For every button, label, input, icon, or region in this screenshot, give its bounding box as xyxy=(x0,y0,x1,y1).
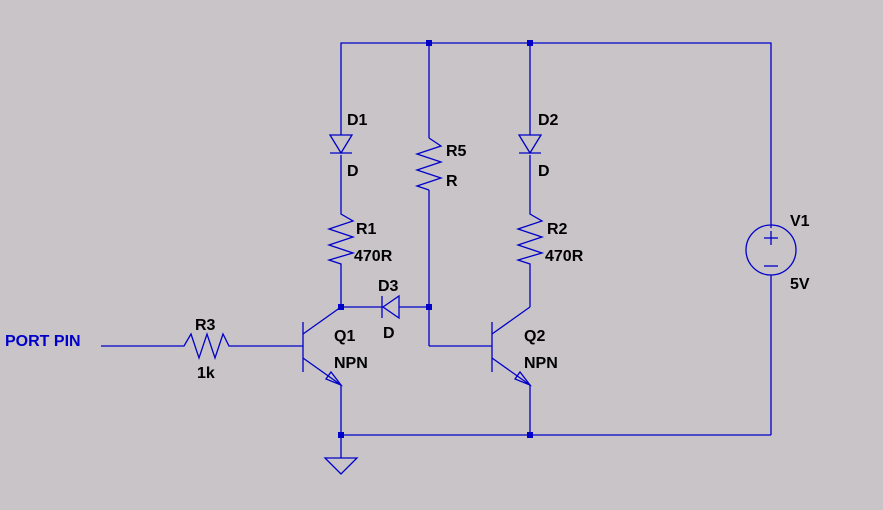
diode-d3-value: D xyxy=(383,325,395,342)
transistor-q1-collector xyxy=(302,306,342,335)
diode-d1-value: D xyxy=(347,163,359,180)
voltage-source-v1-value: 5V xyxy=(790,276,810,293)
transistor-q2-value: NPN xyxy=(524,355,558,372)
resistor-r1: R1 470R xyxy=(326,210,393,266)
transistor-q1-emitter xyxy=(302,357,342,386)
voltage-source-v1: V1 5V xyxy=(745,213,810,293)
resistor-r3-ref: R3 xyxy=(195,317,216,334)
junction-ground-q1 xyxy=(338,432,344,438)
resistor-r2-ref: R2 xyxy=(547,221,568,238)
transistor-q1-arrow xyxy=(324,370,343,387)
transistor-q2-ref: Q2 xyxy=(524,328,545,345)
transistor-q1: Q1 NPN xyxy=(302,306,368,387)
resistor-r3-zigzag xyxy=(180,331,233,361)
transistor-q2-arrow xyxy=(513,370,532,387)
voltage-source-v1-circle xyxy=(745,224,797,276)
diode-d3-body xyxy=(381,294,400,320)
net-label-port-pin: PORT PIN xyxy=(5,333,81,350)
diode-d1-ref: D1 xyxy=(347,112,368,129)
diode-d2-body xyxy=(517,134,543,155)
resistor-r3: R3 1k xyxy=(180,317,233,382)
transistor-q2-emitter xyxy=(491,357,531,386)
junction-top-r5 xyxy=(426,40,432,46)
junction-ground-q2 xyxy=(527,432,533,438)
transistor-q1-ref: Q1 xyxy=(334,328,355,345)
wire-top-rail xyxy=(340,42,772,228)
diode-d3-ref: D3 xyxy=(378,278,399,295)
junction-d3-r5 xyxy=(426,304,432,310)
transistor-q1-value: NPN xyxy=(334,355,368,372)
diode-d2: D2 D xyxy=(517,112,559,180)
resistor-r2: R2 470R xyxy=(515,210,584,266)
voltage-source-v1-ref: V1 xyxy=(790,213,810,230)
resistor-r3-value: 1k xyxy=(197,365,215,382)
resistor-r1-value: 470R xyxy=(354,248,393,265)
diode-d1: D1 D xyxy=(328,112,368,180)
diode-d2-ref: D2 xyxy=(538,112,559,129)
resistor-r1-ref: R1 xyxy=(356,221,377,238)
resistor-r5-value: R xyxy=(446,173,458,190)
diode-d2-value: D xyxy=(538,163,550,180)
junctions xyxy=(338,40,533,438)
wires xyxy=(101,42,772,458)
ground-symbol xyxy=(323,457,359,475)
transistor-q2: Q2 NPN xyxy=(491,306,558,387)
resistor-r1-zigzag xyxy=(326,210,356,266)
diode-d1-body xyxy=(328,134,354,155)
resistor-r2-zigzag xyxy=(515,210,545,266)
resistor-r5-ref: R5 xyxy=(446,143,467,160)
transistor-q2-collector xyxy=(491,306,531,335)
resistor-r2-value: 470R xyxy=(545,248,584,265)
resistor-r5-zigzag xyxy=(414,137,444,191)
diode-d3: D3 D xyxy=(378,278,400,342)
junction-top-d2 xyxy=(527,40,533,46)
resistor-r5: R5 R xyxy=(414,137,467,191)
